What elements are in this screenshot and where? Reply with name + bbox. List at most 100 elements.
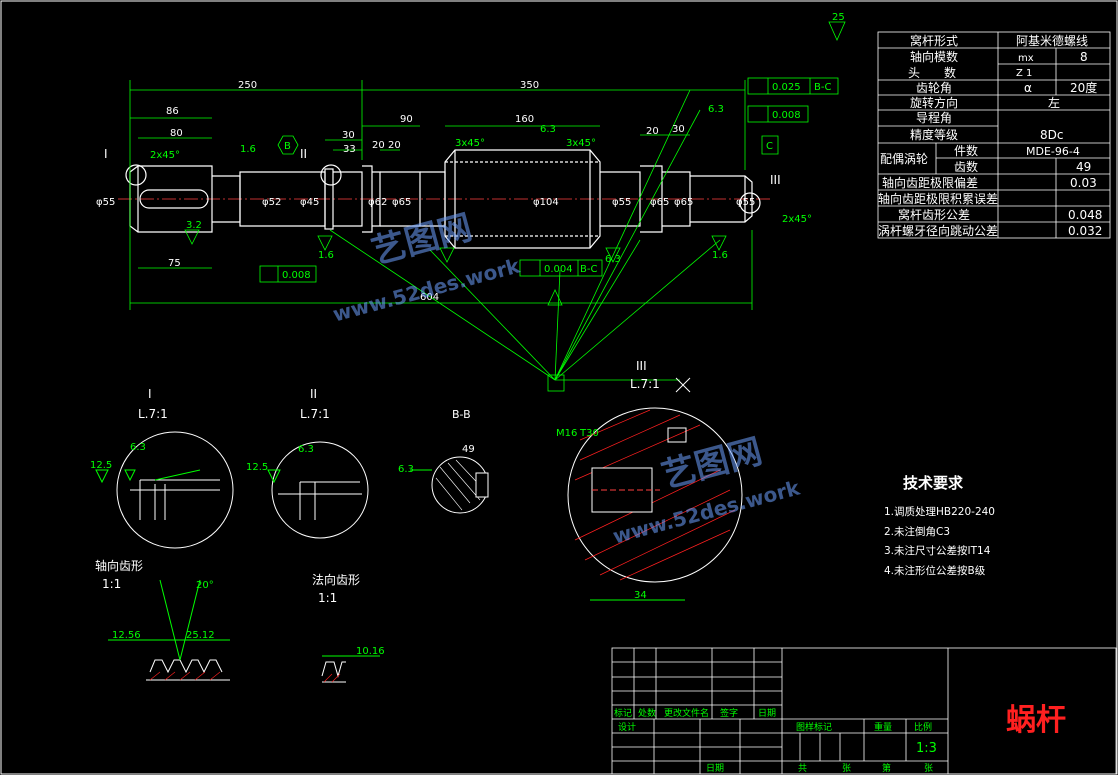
main-dim-labels: 250 350 86 80 30 33 20 20 90 160 20 30 2… (96, 12, 845, 303)
diam-8: φ104 (533, 197, 559, 208)
param-grade-label: 精度等级 (910, 127, 958, 142)
detail-I-labels: I L.7:1 12.5 6.3 (90, 387, 168, 471)
detail-II-title: II (310, 387, 317, 401)
rough-6-3b: 6.3 (605, 254, 621, 265)
section-BB-dim-1: 49 (462, 444, 475, 455)
detail-III-dim-1: M16 (556, 428, 577, 439)
param-mate-sub2-value: 49 (1076, 160, 1091, 174)
detail-II-dim-1: 12.5 (246, 462, 268, 473)
normal-profile-dim: 10.16 (356, 646, 385, 657)
param-form-value: 阿基米德螺线 (1016, 33, 1088, 48)
detail-III-dim-3: 34 (634, 590, 647, 601)
normal-profile-scale: 1:1 (318, 591, 337, 605)
tol-datum-1: B-C (814, 82, 831, 93)
param-mate-sub1: 件数 (954, 143, 978, 158)
detail-I-title: I (148, 387, 152, 401)
section-label-I: I (104, 147, 108, 161)
axial-profile-dim-1: 12.56 (112, 630, 141, 641)
detail-III-dim-2: T30 (579, 428, 599, 439)
tol-datum-2: B-C (580, 264, 597, 275)
tb-label-design: 设计 (618, 721, 636, 733)
tb-label-drawing-mark: 图样标记 (796, 721, 832, 733)
dim-86: 86 (166, 106, 179, 117)
detail-II-dim-2: 6.3 (298, 444, 314, 455)
diam-6: φ55 (612, 197, 631, 208)
section-BB-title: B-B (452, 408, 471, 421)
detail-circle-III (739, 192, 761, 214)
param-mate-sub1-value: MDE-96-4 (1026, 145, 1080, 158)
detail-II-scale: L.7:1 (300, 407, 330, 421)
title-block (611, 647, 1117, 775)
diam-10: φ55 (736, 197, 755, 208)
tol-2: 0.008 (772, 110, 801, 121)
dim-160: 160 (515, 114, 534, 125)
tech-req-item: 2.未注倒角C3 (884, 525, 951, 538)
tol-1: 0.025 (772, 82, 801, 93)
param-angle-label: 齿轮角 (916, 81, 952, 95)
param-runout-label: 涡杆螺牙径向跳动公差 (878, 223, 998, 238)
param-mate-label: 配偶涡轮 (880, 152, 928, 166)
dim-33: 33 (343, 144, 356, 155)
detail-II-labels: II L.7:1 12.5 6.3 (246, 387, 330, 473)
diam-9: φ65 (674, 197, 693, 208)
title-block-text: 标记 处数 更改文件名 签字 日期 设计 图样标记 重量 比例 日期 共 张 第… (614, 707, 937, 774)
tb-label-sheets1: 张 (842, 763, 851, 774)
section-label-III: III (770, 173, 781, 187)
chamfer-4: 3x45° (566, 138, 596, 149)
axial-profile (108, 579, 230, 681)
tb-label-sheets2: 张 (924, 763, 933, 774)
tech-req-item: 1.调质处理HB220-240 (884, 506, 995, 518)
param-lead-label: 导程角 (916, 110, 952, 125)
param-starts-sym: Z 1 (1016, 68, 1032, 79)
dim-80: 80 (170, 128, 183, 139)
param-rotation-label: 旋转方向 (910, 95, 958, 110)
normal-profile-labels: 法向齿形 1:1 10.16 (312, 572, 385, 657)
params-table (877, 31, 1111, 239)
diam-7: φ65 (650, 197, 669, 208)
detail-II (267, 441, 369, 539)
length-75: 75 (168, 258, 181, 269)
param-module-value: 8 (1080, 50, 1088, 64)
axial-profile-labels: 轴向齿形 1:1 20° 12.56 25.12 (95, 558, 215, 641)
rough-1-6a: 1.6 (240, 144, 256, 155)
param-runout-value: 0.032 (1068, 224, 1102, 238)
rough-1-6b: 1.6 (318, 250, 334, 261)
dim-20c: 20 (646, 126, 659, 137)
main-dimensions (129, 21, 846, 392)
param-profile-tol-label: 窝杆齿形公差 (898, 207, 970, 222)
axial-profile-angle: 20° (196, 580, 214, 591)
tech-requirements-title: 技术要求 (903, 474, 964, 492)
param-form-label: 窝杆形式 (910, 33, 958, 48)
rough-25: 25 (832, 12, 845, 23)
rough-6-3c: 6.3 (708, 104, 724, 115)
param-module-label: 轴向模数 (910, 49, 958, 64)
tb-label-no: 第 (882, 762, 891, 774)
rough-3-2: 3.2 (186, 220, 202, 231)
tb-label-scale: 比例 (914, 721, 932, 733)
axial-profile-dim-2: 25.12 (186, 630, 215, 641)
param-profile-tol-value: 0.048 (1068, 208, 1102, 222)
rough-1-6c: 1.6 (712, 250, 728, 261)
detail-I-dim-2: 6.3 (130, 442, 146, 453)
length-604: 604 (420, 292, 439, 303)
tb-label-date2: 日期 (706, 763, 724, 774)
param-angle-sym: α (1024, 81, 1032, 95)
rough-6-3a: 6.3 (540, 124, 556, 135)
tol-4: 0.004 (544, 264, 573, 275)
tb-label-total: 共 (798, 763, 807, 774)
param-angle-value: 20度 (1070, 80, 1097, 95)
diam-2: φ45 (300, 197, 319, 208)
detail-III-title: III (636, 359, 647, 373)
param-grade-value: 8Dc (1040, 128, 1063, 142)
normal-profile (321, 655, 380, 683)
diam-5: φ62 (368, 197, 387, 208)
tb-label-sign: 签字 (720, 707, 738, 719)
tb-label-count: 处数 (638, 707, 656, 719)
detail-circle-I (125, 164, 147, 186)
detail-I (95, 431, 234, 549)
dim-250: 250 (238, 80, 257, 91)
detail-I-scale: L.7:1 (138, 407, 168, 421)
section-BB (410, 456, 489, 514)
detail-I-dim-1: 12.5 (90, 460, 112, 471)
